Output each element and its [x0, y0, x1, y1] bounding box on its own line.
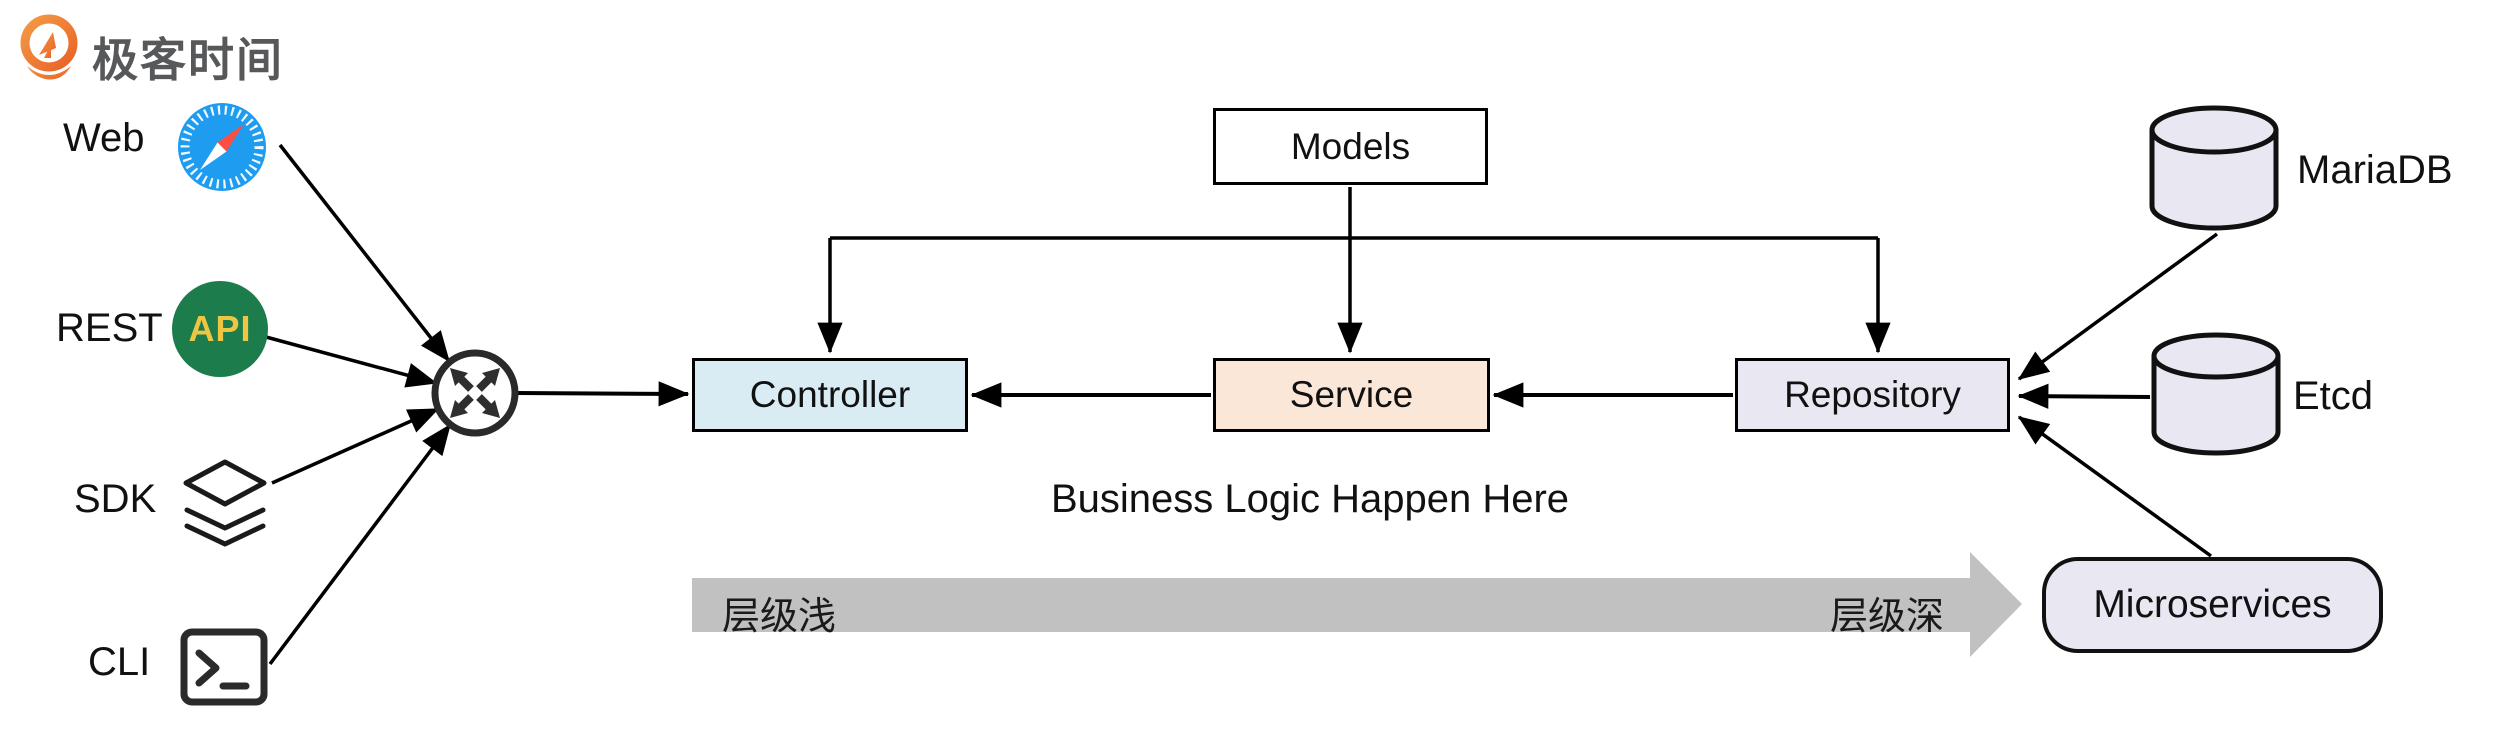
brand-name: 极客时间 — [92, 34, 284, 86]
arrow-rest-to-router — [265, 335, 438, 388]
depth-deep-label: 层级深 — [1830, 596, 1945, 638]
controller-box: Controller — [692, 358, 968, 432]
client-label-rest: REST — [56, 306, 163, 350]
etcd-label: Etcd — [2293, 374, 2374, 418]
mariadb-label: MariaDB — [2297, 148, 2453, 192]
service-label: Service — [1289, 374, 1414, 415]
client-label-sdk: SDK — [74, 477, 157, 521]
terminal-icon — [180, 628, 268, 706]
controller-label: Controller — [749, 374, 911, 415]
business-logic-note: Business Logic Happen Here — [1050, 477, 1570, 521]
depth-shallow-label: 层级浅 — [722, 596, 837, 638]
models-label: Models — [1290, 125, 1411, 167]
microservices-label: Microservices — [2093, 583, 2332, 626]
models-box: Models — [1213, 108, 1488, 185]
service-box: Service — [1213, 358, 1490, 432]
microservices-box: Microservices — [2042, 557, 2383, 653]
depth-gradient-arrow — [692, 552, 2022, 657]
geektime-logo-icon — [20, 14, 78, 80]
arrow-mariadb-to-repository — [2017, 232, 2219, 381]
layers-stack-icon — [183, 459, 267, 547]
arrow-etcd-to-repository — [2017, 383, 2151, 409]
repository-box: Repository — [1735, 358, 2010, 432]
arrow-cli-to-router — [268, 423, 452, 666]
client-label-web: Web — [63, 116, 145, 160]
arrow-sdk-to-router — [271, 407, 440, 485]
client-label-cli: CLI — [88, 640, 151, 684]
api-badge-icon: API — [172, 281, 268, 377]
arrow-microservices-to-repository — [2017, 415, 2213, 558]
repository-label: Repository — [1784, 374, 1961, 415]
arrow-web-to-router — [278, 143, 451, 363]
router-icon — [431, 349, 519, 437]
safari-compass-icon — [178, 103, 266, 191]
mariadb-cylinder-icon — [2149, 105, 2279, 231]
api-badge-text: API — [188, 308, 252, 349]
arrow-router-to-controller — [516, 381, 690, 407]
etcd-cylinder-icon — [2151, 332, 2281, 456]
